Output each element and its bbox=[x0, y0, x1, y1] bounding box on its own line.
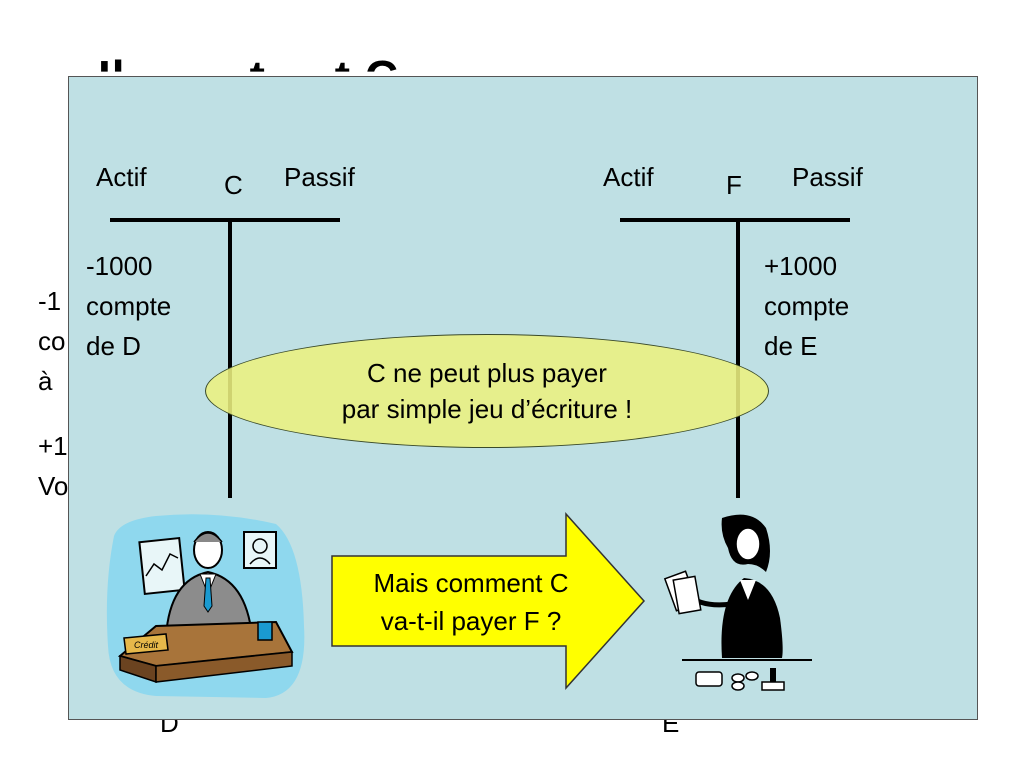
ellipse-line-1: C ne peut plus payer bbox=[367, 358, 607, 388]
account-f-actif-label: Actif bbox=[603, 162, 654, 192]
woman-with-money-clipart bbox=[663, 514, 812, 691]
background-title-fragment: Il ... ... t ... t C ... bbox=[98, 50, 454, 72]
banker-clipart: Crédit bbox=[106, 514, 305, 698]
ellipse-callout: C ne peut plus payer par simple jeu d’éc… bbox=[205, 334, 769, 448]
account-f-passif-label: Passif bbox=[792, 162, 863, 192]
arrow-right-shape bbox=[331, 512, 646, 690]
account-f-vertical-line bbox=[736, 220, 740, 498]
account-c-actif-label: Actif bbox=[96, 162, 147, 192]
background-text-block-2: +1 Vo bbox=[38, 431, 69, 501]
account-f-passif-entry: +1000 compte de E bbox=[764, 251, 850, 361]
account-c-actif-entry: -1000 compte de D bbox=[86, 251, 172, 361]
arrow-text: Mais comment C va-t-il payer F ? bbox=[373, 568, 569, 636]
ellipse-line-2: par simple jeu d’écriture ! bbox=[341, 394, 633, 424]
account-f-name: F bbox=[726, 170, 742, 200]
account-f-top-line bbox=[620, 218, 850, 222]
background-text-block-1: -1 co à bbox=[38, 286, 66, 396]
account-c-passif-label: Passif bbox=[284, 162, 355, 192]
account-c-name: C bbox=[224, 170, 243, 200]
account-c-vertical-line bbox=[228, 220, 232, 498]
account-c-top-line bbox=[110, 218, 340, 222]
banker-sign-text: Crédit bbox=[134, 640, 159, 650]
